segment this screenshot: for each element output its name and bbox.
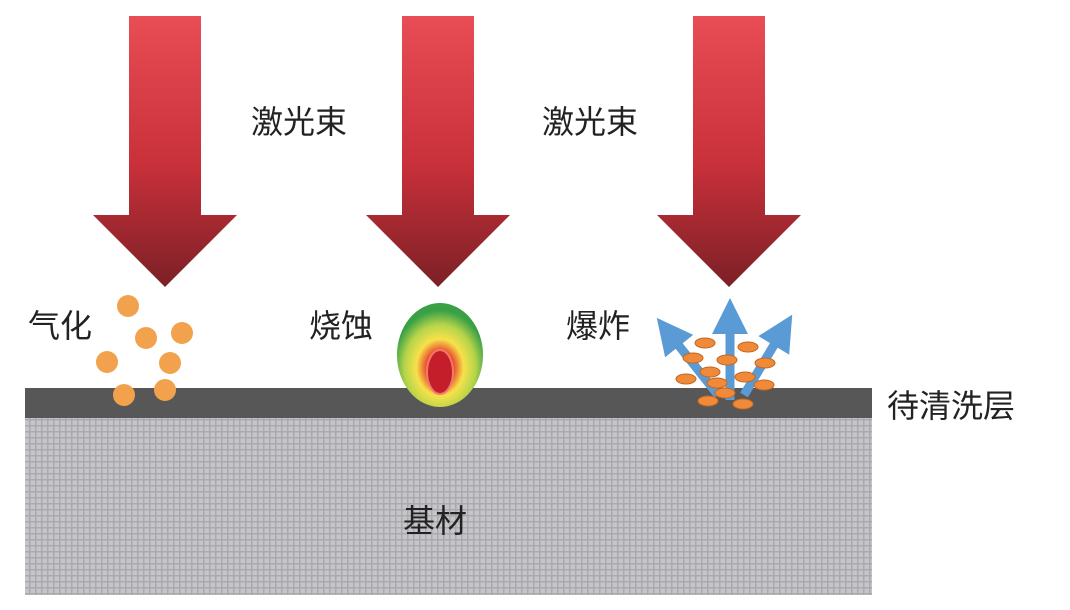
fragment (706, 377, 728, 389)
particle (159, 352, 181, 374)
fragment (697, 395, 719, 407)
particle (96, 351, 118, 373)
label-laser-beam-2: 激光束 (542, 103, 639, 141)
fragment (675, 373, 697, 385)
label-explosion: 爆炸 (566, 307, 631, 345)
label-substrate: 基材 (403, 502, 468, 540)
particle (135, 327, 157, 349)
fragment (694, 337, 716, 349)
vaporized-particles (96, 295, 193, 406)
fragment (754, 357, 776, 369)
fragment (699, 366, 721, 378)
fragment (737, 341, 759, 353)
label-layer-to-clean: 待清洗层 (887, 387, 1016, 425)
particle (117, 295, 139, 317)
particle (154, 379, 176, 401)
particle (113, 384, 135, 406)
fragment (732, 398, 754, 410)
label-vaporization: 气化 (28, 307, 93, 345)
fragment (682, 352, 704, 364)
label-ablation: 烧蚀 (309, 307, 374, 345)
laser-beam-arrow-explosion (657, 16, 801, 287)
explosion-fragments (675, 337, 776, 410)
fragment (734, 371, 756, 383)
particle (171, 322, 193, 344)
fragment (714, 387, 736, 399)
fragment (716, 354, 738, 366)
label-laser-beam-1: 激光束 (251, 103, 348, 141)
substrate (25, 418, 872, 595)
laser-beam-arrow-ablation (366, 16, 510, 287)
ablation-heat-zone (397, 303, 483, 407)
fragment (753, 379, 775, 391)
laser-beam-arrow-vaporization (93, 16, 237, 287)
